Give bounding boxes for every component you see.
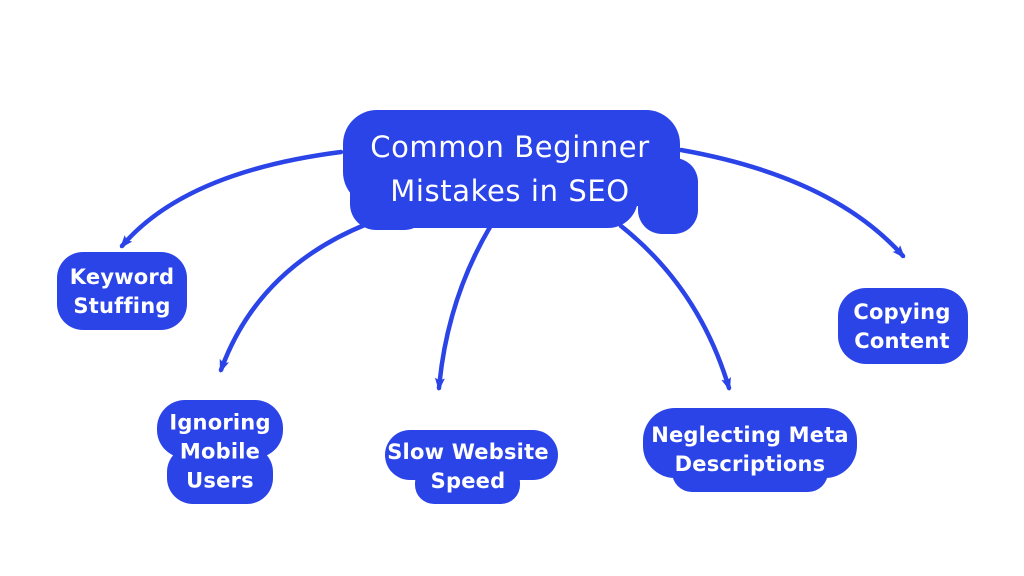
node-ignoring-mobile-users-blob-part xyxy=(167,446,273,504)
node-label-line: Slow Website xyxy=(387,440,549,464)
node-ignoring-mobile-users-shape xyxy=(157,400,283,504)
connector-slow-website-speed xyxy=(434,224,493,391)
node-root-shape xyxy=(343,110,698,234)
node-label-line: Mobile xyxy=(179,439,261,464)
node-slow-website-speed-shape xyxy=(385,430,558,504)
connector-copying-content xyxy=(678,147,906,259)
node-label-line: Content xyxy=(854,329,950,353)
node-label-line: Keyword xyxy=(69,265,175,289)
connector-keyword-stuffing xyxy=(119,149,344,249)
node-copying-content-shape xyxy=(838,288,968,364)
node-root-label: Common Beginner Mistakes in SEO xyxy=(370,125,650,213)
node-label-line: Copying xyxy=(853,300,951,324)
node-neglecting-meta-descriptions-label: Neglecting Meta Descriptions xyxy=(651,421,849,479)
connector-neglecting-meta-descriptions xyxy=(618,223,732,391)
node-label-line: Speed xyxy=(430,469,506,493)
node-keyword-stuffing-shape xyxy=(57,252,187,330)
node-root-label-line: Mistakes in SEO xyxy=(390,174,630,208)
node-label-line: Ignoring xyxy=(169,410,271,435)
node-label-line: Users xyxy=(186,468,254,493)
node-copying-content-blob-part xyxy=(838,288,968,364)
node-slow-website-speed-blob-part xyxy=(415,464,520,504)
connector-group xyxy=(119,147,906,391)
node-root-blob-part xyxy=(350,158,430,230)
node-label-line: Descriptions xyxy=(674,452,826,476)
node-keyword-stuffing-blob-part xyxy=(57,252,187,330)
node-label-line: Stuffing xyxy=(73,294,171,318)
node-root-label-line: Common Beginner xyxy=(370,130,650,164)
node-root-blob-part xyxy=(380,140,638,228)
node-ignoring-mobile-users-label: Ignoring Mobile Users xyxy=(169,409,270,496)
node-copying-content-label: Copying Content xyxy=(853,298,950,356)
node-slow-website-speed-label: Slow Website Speed xyxy=(387,438,549,496)
node-root-blob-part xyxy=(638,158,698,234)
node-neglecting-meta-descriptions-blob-part xyxy=(672,448,828,492)
node-ignoring-mobile-users-blob-part xyxy=(157,400,283,458)
connector-ignoring-mobile-users xyxy=(218,221,370,373)
node-label-line: Neglecting Meta xyxy=(651,423,849,447)
node-keyword-stuffing-label: Keyword Stuffing xyxy=(70,263,174,321)
node-neglecting-meta-descriptions-shape xyxy=(643,408,857,492)
